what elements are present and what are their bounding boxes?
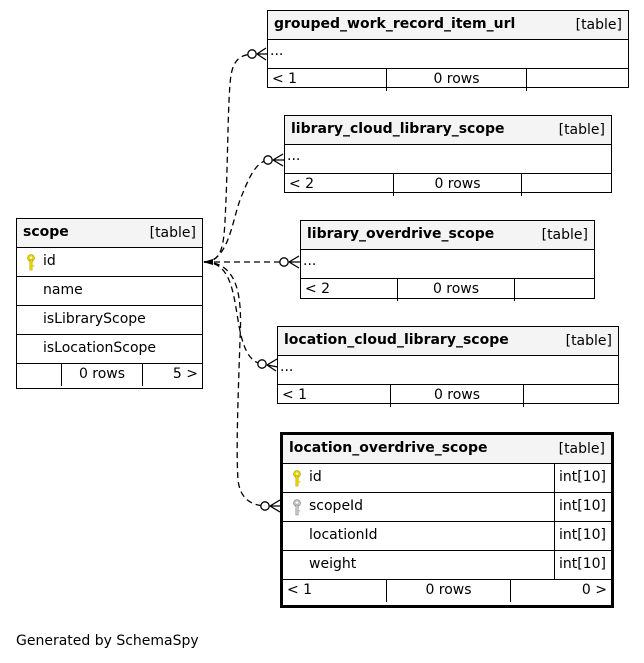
- column-name: ...: [280, 359, 294, 375]
- primary-key-icon: [293, 470, 301, 487]
- column-row[interactable]: ...: [285, 145, 611, 174]
- column-name: locationId: [309, 527, 378, 543]
- column-name: weight: [309, 556, 357, 572]
- crows-foot-marker: [269, 499, 281, 513]
- column-name: id: [309, 469, 322, 485]
- parents-count[interactable]: < 1: [272, 71, 298, 87]
- column-name: isLibraryScope: [43, 311, 146, 327]
- table-name: grouped_work_record_item_url: [274, 16, 516, 32]
- column-name: name: [43, 282, 83, 298]
- table-header: location_overdrive_scope [table]: [283, 435, 611, 464]
- foreign-key-icon: [293, 499, 301, 516]
- column-name: isLocationScope: [43, 340, 157, 356]
- table-footer: < 1 0 rows: [268, 69, 628, 91]
- crows-foot-marker: [288, 255, 301, 269]
- row-count: 0 rows: [386, 69, 526, 91]
- crows-foot-marker: [272, 153, 285, 167]
- children-count[interactable]: 5 >: [142, 364, 202, 386]
- column-row-locationid[interactable]: locationId int[10]: [283, 522, 611, 551]
- column-name: scopeId: [309, 498, 364, 514]
- row-count: 0 rows: [390, 385, 523, 407]
- children-count[interactable]: [526, 69, 628, 91]
- table-header: grouped_work_record_item_url [table]: [268, 11, 628, 40]
- table-type: [table]: [558, 122, 605, 138]
- table-footer: < 2 0 rows: [285, 174, 611, 196]
- column-type: int[10]: [554, 522, 611, 550]
- row-count: 0 rows: [397, 279, 514, 301]
- table-name: library_cloud_library_scope: [291, 121, 505, 137]
- crows-foot-marker: [256, 47, 267, 61]
- column-row-name[interactable]: name: [17, 277, 202, 306]
- parents-count[interactable]: < 2: [305, 281, 331, 297]
- table-location-overdrive-scope[interactable]: location_overdrive_scope [table] id int[…: [280, 432, 614, 608]
- table-name: library_overdrive_scope: [307, 226, 495, 242]
- one-end-arrow: [203, 259, 213, 265]
- table-location-cloud-library-scope[interactable]: location_cloud_library_scope [table] ...…: [277, 326, 619, 407]
- table-type: [table]: [575, 17, 622, 33]
- parents-count[interactable]: < 1: [287, 582, 313, 598]
- edge-scope-grouped-work-record-item-url: [203, 53, 253, 263]
- table-footer: < 1 0 rows 0 >: [283, 580, 611, 602]
- column-row[interactable]: ...: [268, 40, 628, 69]
- primary-key-icon: [27, 254, 35, 271]
- table-header: library_cloud_library_scope [table]: [285, 116, 611, 145]
- edge-scope-location-cloud-library-scope: [203, 261, 263, 365]
- table-header: location_cloud_library_scope [table]: [278, 327, 618, 356]
- edge-scope-library-cloud-library-scope: [203, 159, 269, 263]
- children-count[interactable]: [521, 174, 611, 196]
- table-footer: < 2 0 rows: [301, 279, 594, 301]
- column-type: int[10]: [554, 464, 611, 492]
- column-name: ...: [303, 253, 317, 269]
- column-row-scopeid[interactable]: scopeId int[10]: [283, 493, 611, 522]
- table-header: library_overdrive_scope [table]: [301, 221, 594, 250]
- table-footer: < 1 0 rows: [278, 385, 618, 407]
- table-library-cloud-library-scope[interactable]: library_cloud_library_scope [table] ... …: [284, 115, 612, 196]
- column-row-id[interactable]: id int[10]: [283, 464, 611, 493]
- zero-optional-marker: [247, 49, 257, 59]
- column-row[interactable]: ...: [278, 356, 618, 385]
- table-scope[interactable]: scope [table] id name isLibraryScope isL…: [16, 218, 203, 389]
- table-type: [table]: [541, 227, 588, 243]
- table-type: [table]: [558, 441, 605, 457]
- zero-optional-marker: [260, 501, 270, 511]
- column-type: int[10]: [554, 493, 611, 521]
- column-row[interactable]: ...: [301, 250, 594, 279]
- edge-scope-location-overdrive-scope: [203, 261, 266, 507]
- row-count: 0 rows: [61, 364, 142, 386]
- column-row-weight[interactable]: weight int[10]: [283, 551, 611, 580]
- parents-count[interactable]: < 2: [289, 176, 315, 192]
- column-row-islocationscope[interactable]: isLocationScope: [17, 335, 202, 364]
- table-type: [table]: [565, 333, 612, 349]
- table-header: scope [table]: [17, 219, 202, 248]
- table-grouped-work-record-item-url[interactable]: grouped_work_record_item_url [table] ...…: [267, 10, 629, 91]
- row-count: 0 rows: [393, 174, 521, 196]
- table-footer: 0 rows 5 >: [17, 364, 202, 386]
- column-row-islibraryscope[interactable]: isLibraryScope: [17, 306, 202, 335]
- table-name: location_overdrive_scope: [289, 440, 488, 456]
- children-count[interactable]: [514, 279, 594, 301]
- column-name: id: [43, 253, 56, 269]
- children-count[interactable]: [523, 385, 618, 407]
- table-name: scope: [23, 224, 69, 240]
- column-row-id[interactable]: id: [17, 248, 202, 277]
- table-type: [table]: [149, 225, 196, 241]
- column-name: ...: [270, 43, 284, 59]
- row-count: 0 rows: [386, 580, 510, 602]
- crows-foot-marker: [266, 358, 279, 372]
- zero-optional-marker: [279, 257, 289, 267]
- zero-optional-marker: [257, 359, 267, 369]
- table-name: location_cloud_library_scope: [284, 332, 509, 348]
- children-count[interactable]: 0 >: [510, 580, 611, 602]
- generated-by-note: Generated by SchemaSpy: [16, 633, 199, 649]
- zero-optional-marker: [263, 155, 273, 165]
- column-name: ...: [287, 148, 301, 164]
- column-type: int[10]: [554, 551, 611, 579]
- parents-count[interactable]: < 1: [282, 387, 308, 403]
- table-library-overdrive-scope[interactable]: library_overdrive_scope [table] ... < 2 …: [300, 220, 595, 301]
